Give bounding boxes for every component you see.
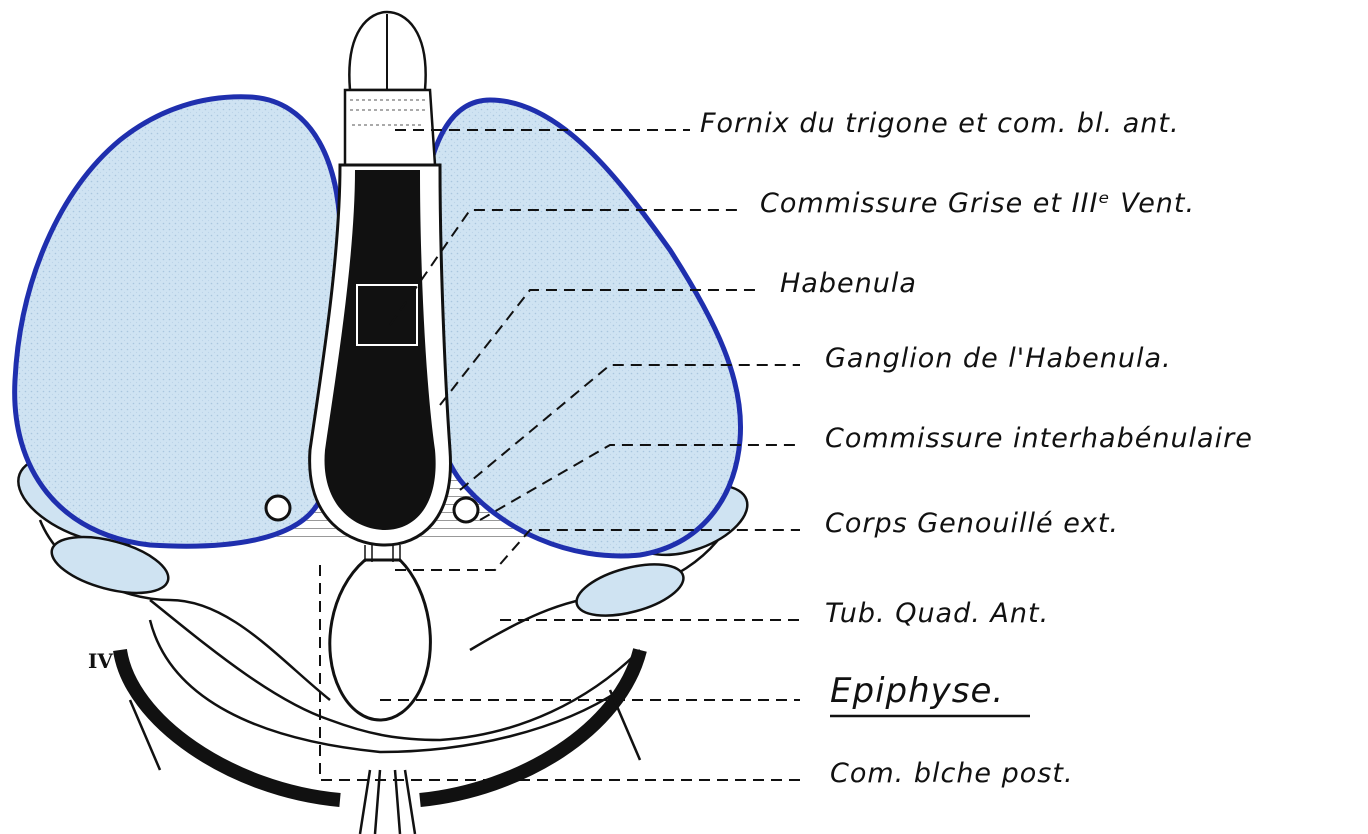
label-habenula: Habenula [780, 268, 917, 299]
label-commissure-grise: Commissure Grise et IIIᵉ Vent. [760, 188, 1195, 219]
label-nerve-iv: IV [88, 649, 113, 673]
right-thalamus [420, 100, 741, 556]
label-epiphyse: Epiphyse. [830, 671, 1004, 711]
label-tub-quad: Tub. Quad. Ant. [825, 598, 1049, 629]
left-thalamus [15, 97, 341, 546]
label-ganglion: Ganglion de l'Habenula. [825, 343, 1172, 374]
left-habenular-ganglion [266, 496, 290, 520]
right-habenular-ganglion [454, 498, 478, 522]
fornix [345, 12, 435, 165]
label-interhabenulaire: Commissure interhabénulaire [825, 423, 1253, 454]
label-com-post: Com. blche post. [830, 758, 1074, 789]
epiphysis [330, 560, 431, 720]
label-fornix: Fornix du trigone et com. bl. ant. [700, 108, 1180, 139]
label-genouille: Corps Genouillé ext. [825, 508, 1119, 539]
